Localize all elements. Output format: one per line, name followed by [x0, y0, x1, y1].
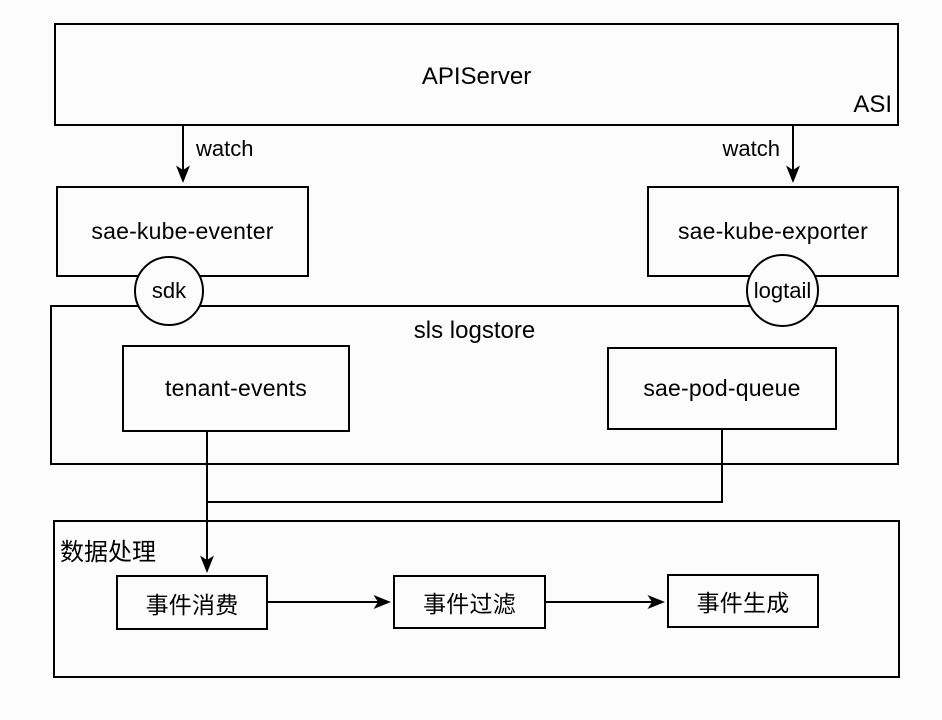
data-processing-title: 数据处理	[60, 539, 156, 566]
arrowhead-watch-left	[176, 165, 190, 183]
asi-label: ASI	[853, 91, 892, 118]
sae-pod-queue-box: sae-pod-queue	[607, 347, 837, 430]
watch-label-left: watch	[196, 136, 254, 161]
sdk-label: sdk	[151, 278, 187, 303]
sae-pod-queue-label: sae-pod-queue	[643, 375, 801, 401]
arrowhead-filter	[373, 595, 391, 609]
arrowhead-watch-right	[786, 165, 800, 183]
tenant-events-box: tenant-events	[122, 345, 350, 432]
logtail-connector-circle: logtail	[746, 254, 819, 327]
watch-label-right: watch	[722, 136, 780, 161]
sae-kube-eventer-label: sae-kube-eventer	[91, 218, 274, 244]
sdk-connector-circle: sdk	[134, 256, 204, 326]
apiserver-box: APIServer ASI	[54, 23, 899, 126]
sls-logstore-title: sls logstore	[413, 317, 536, 344]
arrowhead-processing	[200, 555, 214, 573]
event-consume-label: 事件消费	[145, 591, 239, 618]
event-consume-box: 事件消费	[116, 575, 268, 630]
arrowhead-generate	[647, 595, 665, 609]
queue-to-junction-edge	[207, 430, 723, 503]
event-generate-box: 事件生成	[667, 574, 819, 628]
event-generate-label: 事件生成	[696, 590, 790, 616]
sae-kube-exporter-label: sae-kube-exporter	[677, 218, 869, 244]
event-filter-label: 事件过滤	[423, 591, 516, 617]
logtail-label: logtail	[753, 277, 812, 303]
apiserver-label: APIServer	[421, 63, 532, 90]
tenant-events-label: tenant-events	[165, 375, 307, 401]
event-filter-box: 事件过滤	[393, 575, 546, 629]
